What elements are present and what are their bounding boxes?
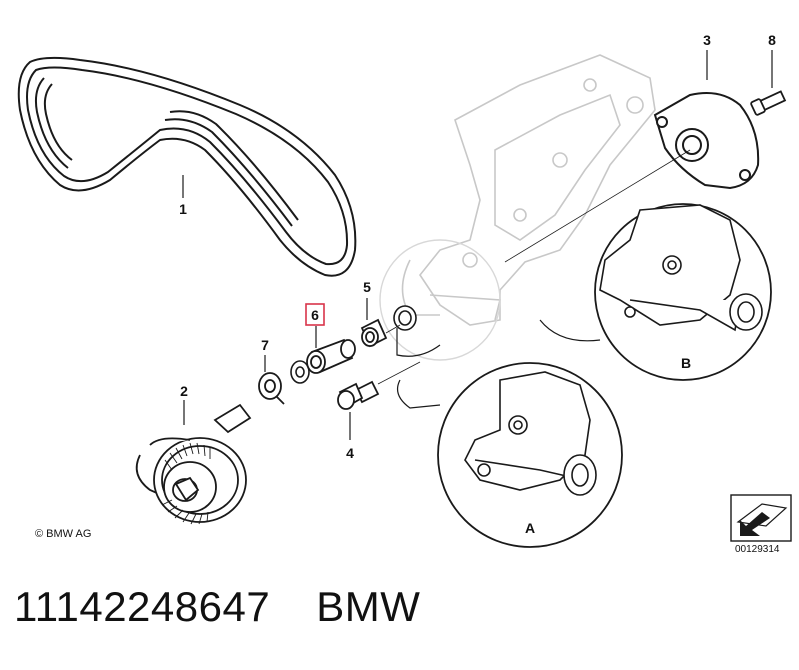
mount-area-ghost bbox=[379, 239, 501, 361]
callout-3: 3 bbox=[703, 32, 711, 48]
axis-line-4 bbox=[377, 361, 421, 385]
detail-b-leader bbox=[539, 319, 601, 342]
detail-b-drawing bbox=[599, 204, 763, 332]
spacer-tube-6 bbox=[306, 338, 356, 374]
mount-boss bbox=[393, 305, 417, 331]
ring-7b bbox=[290, 360, 310, 384]
callout-7: 7 bbox=[261, 337, 269, 353]
brand-name: BMW bbox=[316, 583, 421, 630]
bolt-8 bbox=[750, 90, 787, 116]
tensioner-bracket bbox=[653, 92, 760, 190]
detail-a-leader bbox=[397, 379, 441, 409]
detail-b-label: B bbox=[681, 355, 691, 371]
callout-8: 8 bbox=[768, 32, 776, 48]
callout-4: 4 bbox=[346, 445, 354, 461]
drive-belt bbox=[17, 56, 357, 277]
callout-2: 2 bbox=[180, 383, 188, 399]
callout-1: 1 bbox=[179, 201, 187, 217]
detail-a-drawing bbox=[464, 371, 597, 496]
pulley-ribs bbox=[161, 442, 211, 525]
washer-7 bbox=[258, 372, 285, 405]
axis-line-3 bbox=[504, 149, 691, 263]
footer-caption: 11142248647 BMW bbox=[14, 583, 420, 631]
detail-mount-leader bbox=[396, 328, 441, 357]
part-number: 11142248647 bbox=[14, 583, 271, 630]
callout-6: 6 bbox=[311, 307, 319, 323]
bolt-4 bbox=[337, 380, 380, 410]
tensioner-pulley-2 bbox=[135, 403, 252, 523]
diagram-number: 00129314 bbox=[735, 544, 780, 555]
sleeve-5 bbox=[360, 318, 388, 348]
callout-6-highlight-box bbox=[305, 303, 325, 326]
callout-5: 5 bbox=[363, 279, 371, 295]
orientation-arrow-icon bbox=[730, 494, 792, 542]
detail-a-label: A bbox=[525, 520, 535, 536]
axis-line-5 bbox=[385, 324, 401, 334]
copyright-text: © BMW AG bbox=[35, 528, 91, 540]
